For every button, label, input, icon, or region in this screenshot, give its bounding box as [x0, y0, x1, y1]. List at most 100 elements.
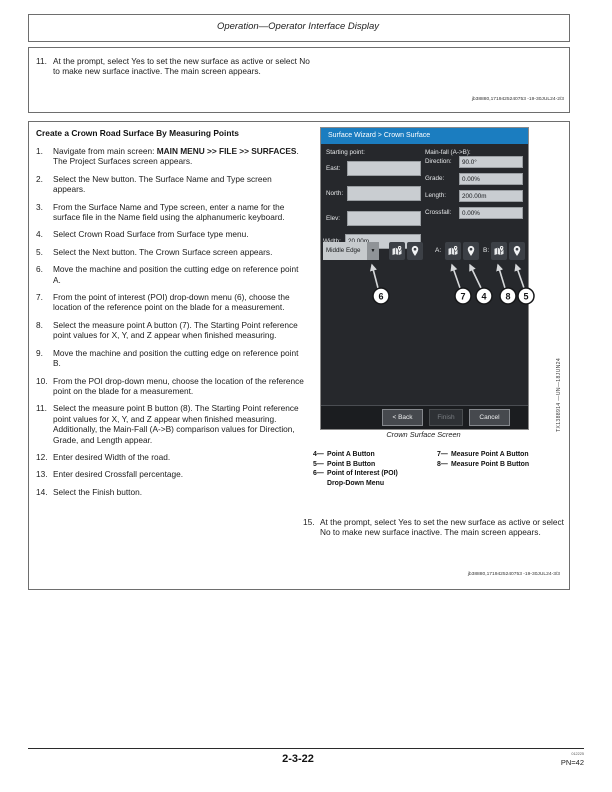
- direction-field[interactable]: 90.0°: [459, 156, 523, 168]
- callout-4: 4: [481, 292, 486, 302]
- step-text: From the POI drop-down menu, choose the …: [53, 375, 304, 396]
- measure-start-button[interactable]: [389, 242, 405, 260]
- point-b-button[interactable]: [509, 242, 525, 260]
- step-number: 1.: [36, 146, 43, 156]
- step-4: 4. Select Crown Road Surface from Surface…: [36, 229, 306, 239]
- cancel-button[interactable]: Cancel: [469, 409, 510, 426]
- step-2: 2.Select the New button. The Surface Nam…: [36, 174, 306, 195]
- step-text: Enter desired Crossfall percentage.: [53, 469, 184, 480]
- footer-rule: [28, 748, 584, 749]
- step-text: Navigate from main screen: MAIN MENU >> …: [53, 146, 299, 167]
- grade-label: Grade:: [425, 175, 445, 182]
- step-10: 10. From the POI drop-down menu, choose t…: [36, 376, 306, 397]
- step-9: 9. Move the machine and position the cutt…: [36, 348, 306, 369]
- back-button[interactable]: < Back: [382, 409, 423, 426]
- north-field[interactable]: [347, 186, 421, 201]
- step-number: 8.: [36, 319, 43, 330]
- step-number: 15.: [303, 517, 315, 527]
- step-number: 10.: [36, 375, 48, 386]
- point-a-button[interactable]: [463, 242, 479, 260]
- elev-field[interactable]: [347, 211, 421, 226]
- direction-label: Direction:: [425, 158, 452, 165]
- legend-item-continued: Drop-Down Menu: [327, 479, 385, 487]
- step-text: Select Crown Road Surface from Surface t…: [53, 229, 249, 240]
- length-field[interactable]: 200.00m: [459, 190, 523, 202]
- step-text: Select the Next button. The Crown Surfac…: [53, 246, 273, 257]
- finish-button[interactable]: Finish: [429, 409, 463, 426]
- step-number: 11.: [36, 403, 47, 414]
- east-field[interactable]: [347, 161, 421, 176]
- legend-item: 6—Point of Interest (POI): [313, 470, 398, 478]
- legend-item: 7—Measure Point A Button: [437, 451, 529, 458]
- step-number: 12.: [36, 451, 48, 462]
- step-6: 6. Move the machine and position the cutt…: [36, 264, 306, 285]
- step-number: 4.: [36, 229, 43, 240]
- point-b-label: B:: [483, 247, 490, 254]
- step-text: Select the Finish button.: [53, 486, 143, 497]
- section-heading: Create a Crown Road Surface By Measuring…: [36, 128, 239, 138]
- step-5: 5.Select the Next button. The Crown Surf…: [36, 247, 306, 257]
- step-14: 14.Select the Finish button.: [36, 487, 306, 497]
- pn-number: PN=42: [560, 758, 584, 767]
- page-title: Operation—Operator Interface Display: [216, 21, 380, 32]
- width-label: Width:: [323, 238, 341, 245]
- poi-dropdown-value: Middle Edge: [323, 242, 367, 260]
- callout-7: 7: [460, 292, 465, 302]
- step-7: 7. From the point of interest (POI) drop-…: [36, 292, 306, 313]
- page-number: 2-3-22: [282, 753, 314, 765]
- step-15: 15. At the prompt, select Yes to set the…: [303, 517, 571, 538]
- point-a-label: A:: [435, 247, 442, 254]
- step-number: 11.: [36, 56, 47, 66]
- legend-item: 5—Point B Button: [313, 460, 376, 468]
- length-label: Length:: [425, 192, 447, 199]
- callout-5: 5: [523, 292, 528, 302]
- map-measure-icon: [447, 245, 459, 257]
- step-number: 9.: [36, 347, 43, 358]
- starting-point-label: Starting point:: [326, 149, 365, 156]
- grade-field[interactable]: 0.00%: [459, 173, 523, 185]
- note-box: [28, 47, 570, 113]
- location-pin-icon: [511, 245, 523, 257]
- callout-6: 6: [378, 292, 383, 302]
- east-label: East:: [326, 165, 341, 172]
- step-12: 12. Enter desired Width of the road.: [36, 452, 306, 462]
- header-box: [28, 14, 570, 42]
- location-pin-icon: [409, 245, 421, 257]
- measure-point-b-button[interactable]: [491, 242, 507, 260]
- location-pin-icon: [465, 245, 477, 257]
- dialog-title-bar: Surface Wizard > Crown Surface: [321, 128, 528, 144]
- poi-dropdown[interactable]: Middle Edge ▼: [323, 242, 379, 260]
- legend-column-1: 4—Point A Button 5—Point B Button 6—Poin…: [313, 451, 398, 488]
- elev-label: Elev:: [326, 215, 340, 222]
- legend-item: 4—Point A Button: [313, 451, 375, 458]
- legend-item: 8—Measure Point B Button: [437, 460, 530, 468]
- step-text: From the Surface Name and Type screen, e…: [53, 201, 285, 223]
- point-start-button[interactable]: [407, 242, 423, 260]
- step-text: Move the machine and position the cuttin…: [53, 347, 299, 369]
- chevron-down-icon[interactable]: ▼: [367, 242, 379, 260]
- step-number: 7.: [36, 292, 43, 303]
- dialog-button-bar: < Back Finish Cancel: [321, 405, 528, 429]
- step-text: From the point of interest (POI) drop-do…: [53, 292, 290, 313]
- step-number: 13.: [36, 469, 48, 480]
- step-11: 11.Select the measure point B button (8)…: [36, 403, 306, 445]
- step-number: 6.: [36, 264, 43, 275]
- reference-code: jb38880,1719425240753 -19-30JUL24-2/3: [471, 97, 564, 102]
- instruction-column: Create a Crown Road Surface By Measuring…: [36, 128, 306, 504]
- figure-caption: Crown Surface Screen: [386, 430, 461, 439]
- measure-point-a-button[interactable]: [445, 242, 461, 260]
- step-text: Enter desired Width of the road.: [53, 451, 171, 462]
- step-number: 3.: [36, 201, 43, 212]
- reference-code: jb38880,1719425240753 -19-30JUL24-3/3: [467, 572, 560, 577]
- map-measure-icon: [391, 245, 403, 257]
- map-measure-icon: [493, 245, 505, 257]
- step-11-note: 11. At the prompt, select Yes to set the…: [36, 56, 318, 77]
- step-text: Move the machine and position the cuttin…: [53, 264, 299, 285]
- step-text: Select the New button. The Surface Name …: [53, 173, 272, 195]
- step-text: At the prompt, select Yes to set the new…: [53, 56, 310, 77]
- callout-overlay: 6 7 4 8 5: [369, 263, 535, 305]
- north-label: North:: [326, 190, 344, 197]
- step-text: Select the measure point A button (7). T…: [53, 319, 298, 341]
- crossfall-field[interactable]: 0.00%: [459, 207, 523, 219]
- print-code: 012225: [571, 752, 584, 756]
